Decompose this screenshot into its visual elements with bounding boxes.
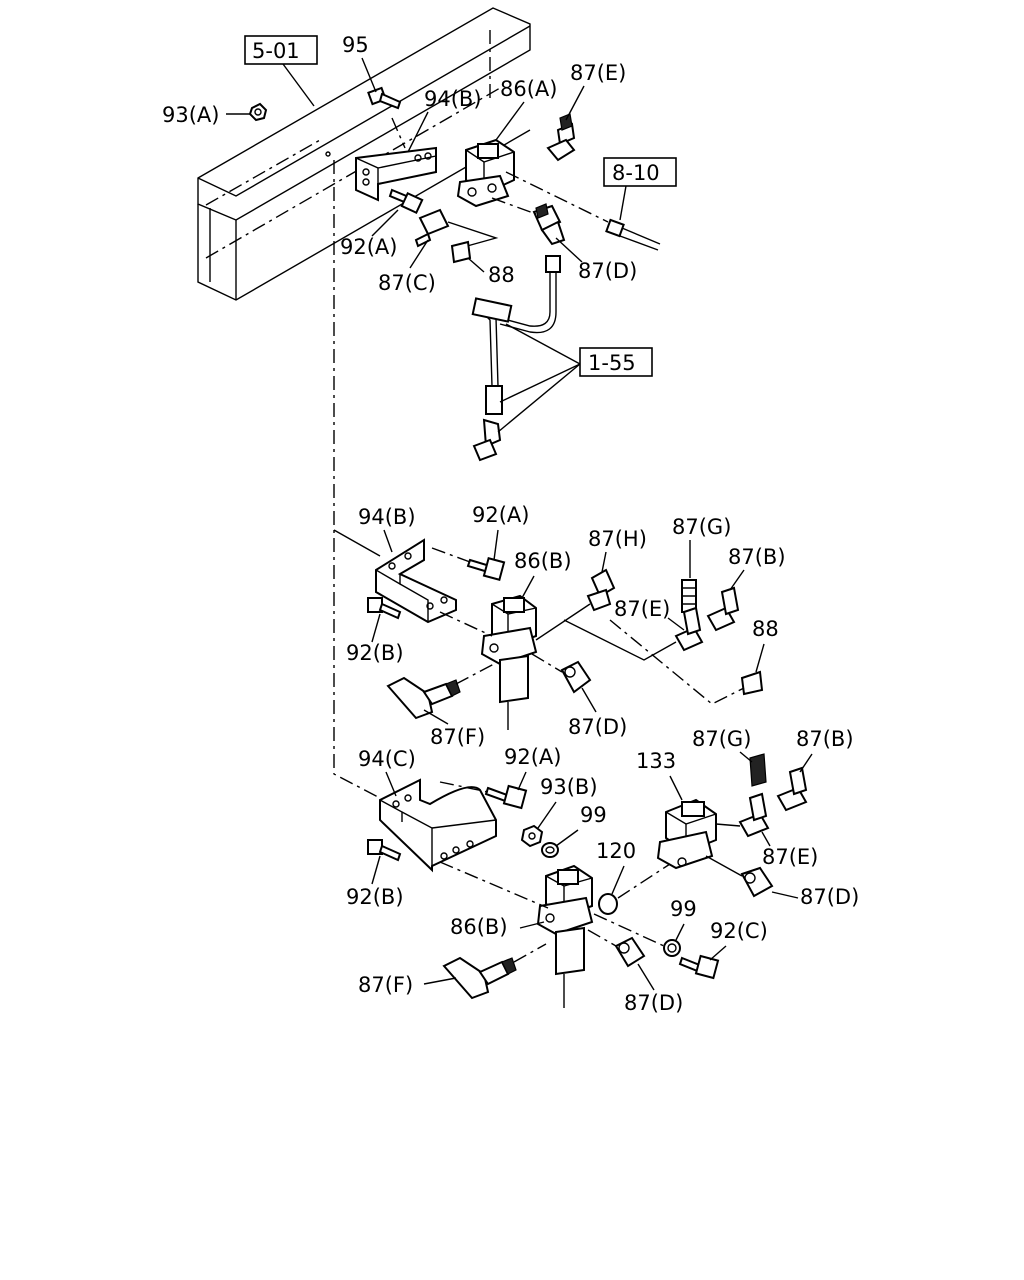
label-87b-mid: 87(B): [728, 545, 786, 569]
assembly-line: [333, 160, 381, 799]
label-87d-bot: 87(D): [624, 991, 683, 1015]
fitting-87e-bot: [738, 792, 770, 838]
label-87d-right: 87(D): [800, 885, 859, 909]
bracket-94b-mid: [375, 538, 457, 624]
nut-93a: [248, 102, 268, 122]
label-87g-bot: 87(G): [692, 727, 751, 751]
valve-86b-bot: [536, 864, 594, 1008]
fitting-87h: [586, 568, 616, 612]
label-87g-mid: 87(G): [672, 515, 731, 539]
valve-133: [656, 798, 717, 870]
label-87c: 87(C): [378, 271, 436, 295]
label-92a-bot: 92(A): [504, 745, 561, 769]
label-87b-bot: 87(B): [796, 727, 854, 751]
label-92c: 92(C): [710, 919, 768, 943]
fitting-87f-bot: [442, 956, 517, 1000]
label-87d-top: 87(D): [578, 259, 637, 283]
label-87e-bot: 87(E): [762, 845, 818, 869]
fitting-87g-mid: [681, 579, 697, 613]
label-99-b: 99: [670, 897, 697, 921]
bolt-92b-bot: [367, 839, 402, 862]
label-92b-mid: 92(B): [346, 641, 404, 665]
label-94c: 94(C): [358, 747, 416, 771]
bracket-94c: [379, 778, 497, 873]
plug-88-mid: [740, 670, 764, 696]
bolt-92a-mid: [466, 557, 506, 581]
fitting-87e-top: [546, 113, 576, 162]
label-86b-bot: 86(B): [450, 915, 508, 939]
label-93b: 93(B): [540, 775, 598, 799]
washer-99-a: [541, 842, 559, 858]
fitting-87g-bot: [749, 753, 767, 787]
ref-5-01[interactable]: 5-01: [244, 35, 318, 107]
label-99-a: 99: [580, 803, 607, 827]
label-87d-mid: 87(D): [568, 715, 627, 739]
label-88-mid: 88: [752, 617, 779, 641]
fitting-87d-mid: [560, 660, 592, 694]
valve-86a: [456, 138, 515, 208]
bolt-95: [367, 86, 402, 110]
label-87f-mid: 87(F): [430, 725, 485, 749]
oring-120: [598, 893, 618, 915]
washer-99-b: [663, 939, 681, 957]
label-87f-bot: 87(F): [358, 973, 413, 997]
label-133: 133: [636, 749, 676, 773]
label-87h: 87(H): [588, 527, 647, 551]
hose-assembly-1-55: [471, 255, 561, 462]
fitting-87b-bot: [776, 766, 808, 812]
bolt-92a-top: [388, 188, 424, 215]
plug-88-top: [450, 240, 472, 264]
label-86b-mid: 86(B): [514, 549, 572, 573]
ref-1-55-text: 1-55: [588, 351, 636, 375]
fitting-87b-mid: [706, 586, 740, 632]
frame-rail: [197, 7, 531, 301]
harness-connector: [605, 218, 661, 251]
label-92a-top: 92(A): [340, 235, 397, 259]
label-86a: 86(A): [500, 77, 557, 101]
label-87e-mid: 87(E): [614, 597, 670, 621]
label-92a-mid: 92(A): [472, 503, 529, 527]
nut-93b: [520, 824, 544, 848]
label-120: 120: [596, 839, 636, 863]
label-94b-mid: 94(B): [358, 505, 416, 529]
label-93a: 93(A): [162, 103, 219, 127]
fitting-87c: [414, 208, 450, 248]
fitting-87f-mid: [386, 676, 461, 720]
label-94b-top: 94(B): [424, 87, 482, 111]
label-92b-bot: 92(B): [346, 885, 404, 909]
bolt-92a-bot: [484, 784, 528, 810]
fitting-87d-top: [532, 203, 566, 246]
label-87e-top: 87(E): [570, 61, 626, 85]
ref-8-10-text: 8-10: [612, 161, 660, 185]
ref-8-10[interactable]: 8-10: [603, 157, 677, 221]
valve-86b-mid: [480, 594, 538, 730]
bracket-94b-top: [355, 146, 437, 202]
fitting-87e-mid: [674, 606, 704, 652]
fitting-87d-right: [740, 866, 774, 898]
label-88-top: 88: [488, 263, 515, 287]
bolt-92b-mid: [367, 597, 402, 620]
fitting-87d-bot: [614, 936, 646, 968]
ref-5-01-text: 5-01: [252, 39, 300, 63]
ref-1-55[interactable]: 1-55: [497, 323, 653, 433]
label-95: 95: [342, 33, 369, 57]
bolt-92c: [678, 954, 720, 980]
